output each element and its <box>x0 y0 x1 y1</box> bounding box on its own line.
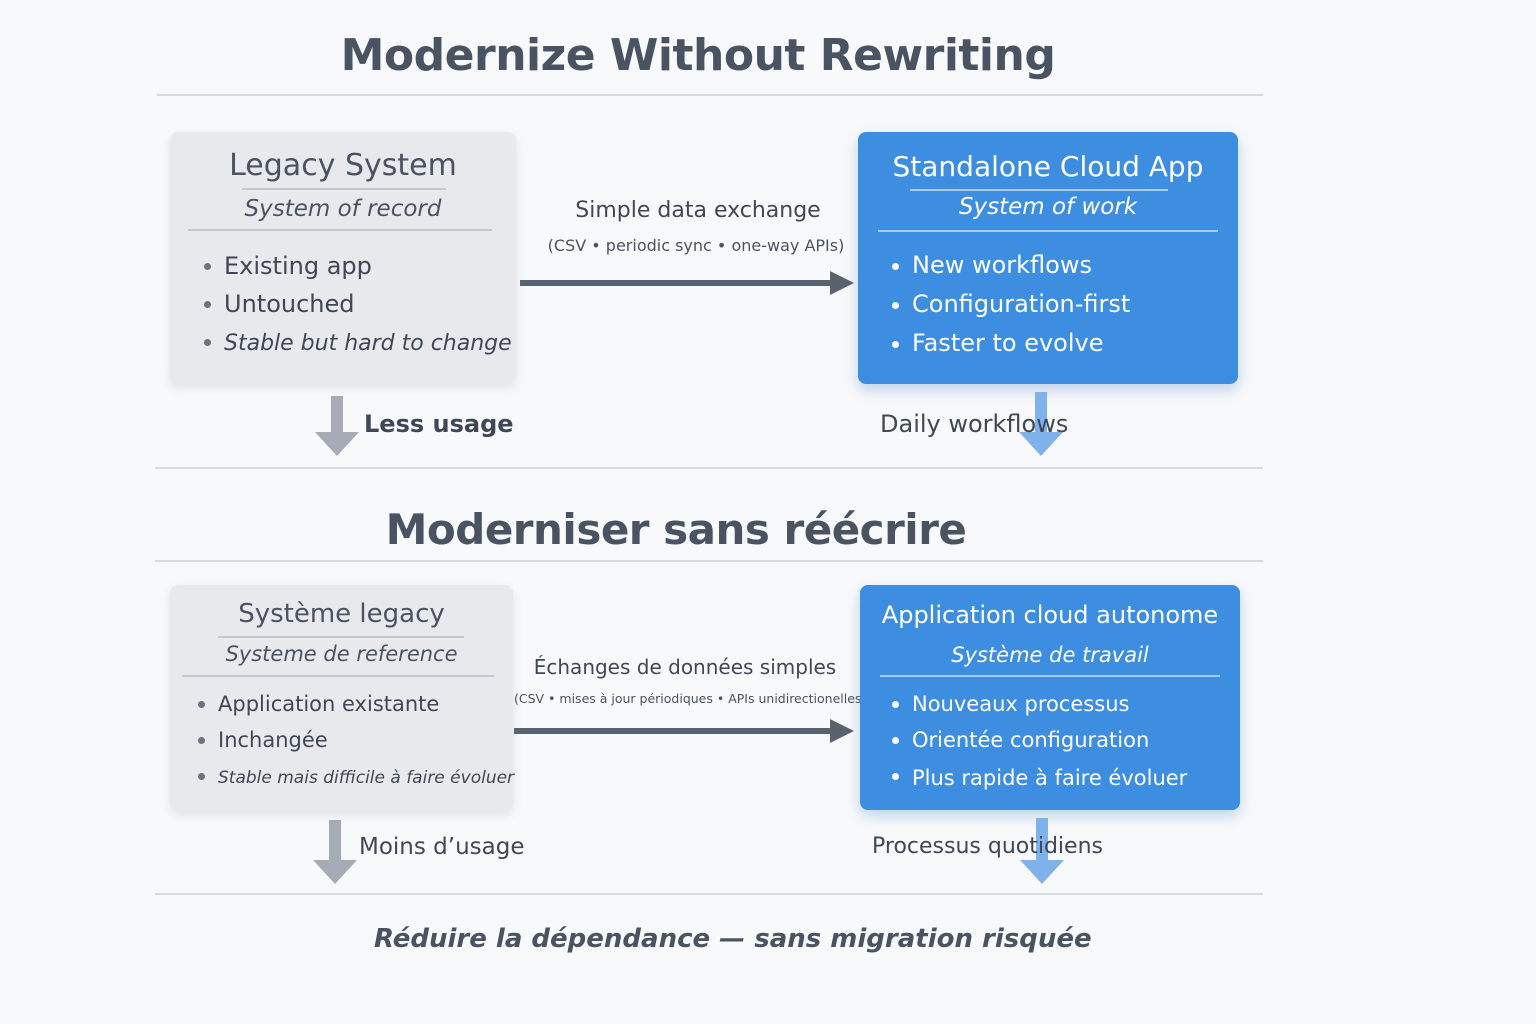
legacy-box-subtitle: System of record <box>244 196 442 222</box>
subtitle-divider <box>188 229 492 231</box>
list-item: Nouveaux processus <box>892 686 1187 722</box>
section-title-fr: Moderniser sans réécrire <box>385 505 967 554</box>
list-item: Faster to evolve <box>892 324 1130 363</box>
list-item: New workflows <box>892 246 1130 285</box>
list-item: Stable mais difficile à faire évoluer <box>198 758 514 794</box>
section-title-en: Modernize Without Rewriting <box>340 30 1056 81</box>
cloud-box-title: Standalone Cloud App <box>892 150 1204 183</box>
divider <box>157 94 1263 96</box>
footer-tagline: Réduire la dépendance — sans migration r… <box>374 924 1092 954</box>
subtitle-divider <box>878 230 1218 232</box>
list-item: Plus rapide à faire évoluer <box>892 758 1187 794</box>
cloud-box-subtitle: System of work <box>958 194 1138 220</box>
daily-workflows-arrow-fr <box>1020 818 1064 884</box>
list-item: Inchangée <box>198 722 514 758</box>
data-exchange-arrow-en <box>520 271 854 295</box>
cloud-bullet-list: Nouveaux processus Orientée configuratio… <box>892 686 1187 794</box>
cloud-bullet-list: New workflows Configuration-first Faster… <box>892 246 1130 363</box>
list-item: Stable but hard to change <box>204 323 512 361</box>
title-underline <box>218 636 464 638</box>
list-item: Application existante <box>198 686 514 722</box>
legacy-bullet-list: Application existante Inchangée Stable m… <box>198 686 514 794</box>
exchange-detail-en: (CSV • periodic sync • one-way APIs) <box>547 236 845 255</box>
exchange-title-fr: Échanges de données simples <box>533 655 837 679</box>
legacy-box-title: Système legacy <box>238 599 445 629</box>
list-item: Orientée configuration <box>892 722 1187 758</box>
list-item: Configuration-first <box>892 285 1130 324</box>
legacy-system-box-en: Legacy System System of record Existing … <box>170 132 516 384</box>
list-item: Untouched <box>204 285 512 323</box>
legacy-box-subtitle: Systeme de reference <box>225 642 458 666</box>
cloud-box-subtitle: Système de travail <box>951 643 1149 667</box>
list-item: Existing app <box>204 247 512 285</box>
subtitle-divider <box>182 675 494 677</box>
exchange-title-en: Simple data exchange <box>575 198 821 223</box>
cloud-app-box-en: Standalone Cloud App System of work New … <box>858 132 1238 384</box>
title-underline <box>242 188 446 190</box>
daily-workflows-label-en: Daily workflows <box>880 410 1069 438</box>
section-divider <box>155 467 1263 469</box>
section-divider <box>155 893 1263 895</box>
less-usage-label-en: Less usage <box>364 410 514 438</box>
daily-workflows-label-fr: Processus quotidiens <box>872 834 1103 859</box>
cloud-app-box-fr: Application cloud autonome Système de tr… <box>860 585 1240 810</box>
title-underline <box>910 189 1168 191</box>
exchange-detail-fr: (CSV • mises à jour périodiques • APIs u… <box>514 691 867 706</box>
legacy-bullet-list: Existing app Untouched Stable but hard t… <box>204 247 512 361</box>
divider <box>155 560 1263 562</box>
daily-workflows-arrow-en <box>1019 392 1063 456</box>
less-usage-label-fr: Moins d’usage <box>359 834 525 860</box>
cloud-box-title: Application cloud autonome <box>881 601 1219 629</box>
legacy-box-title: Legacy System <box>229 148 457 183</box>
data-exchange-arrow-fr <box>514 719 854 743</box>
subtitle-divider <box>880 675 1220 677</box>
legacy-system-box-fr: Système legacy Systeme de reference Appl… <box>170 585 514 811</box>
less-usage-arrow-en <box>315 396 359 456</box>
less-usage-arrow-fr <box>313 820 357 884</box>
